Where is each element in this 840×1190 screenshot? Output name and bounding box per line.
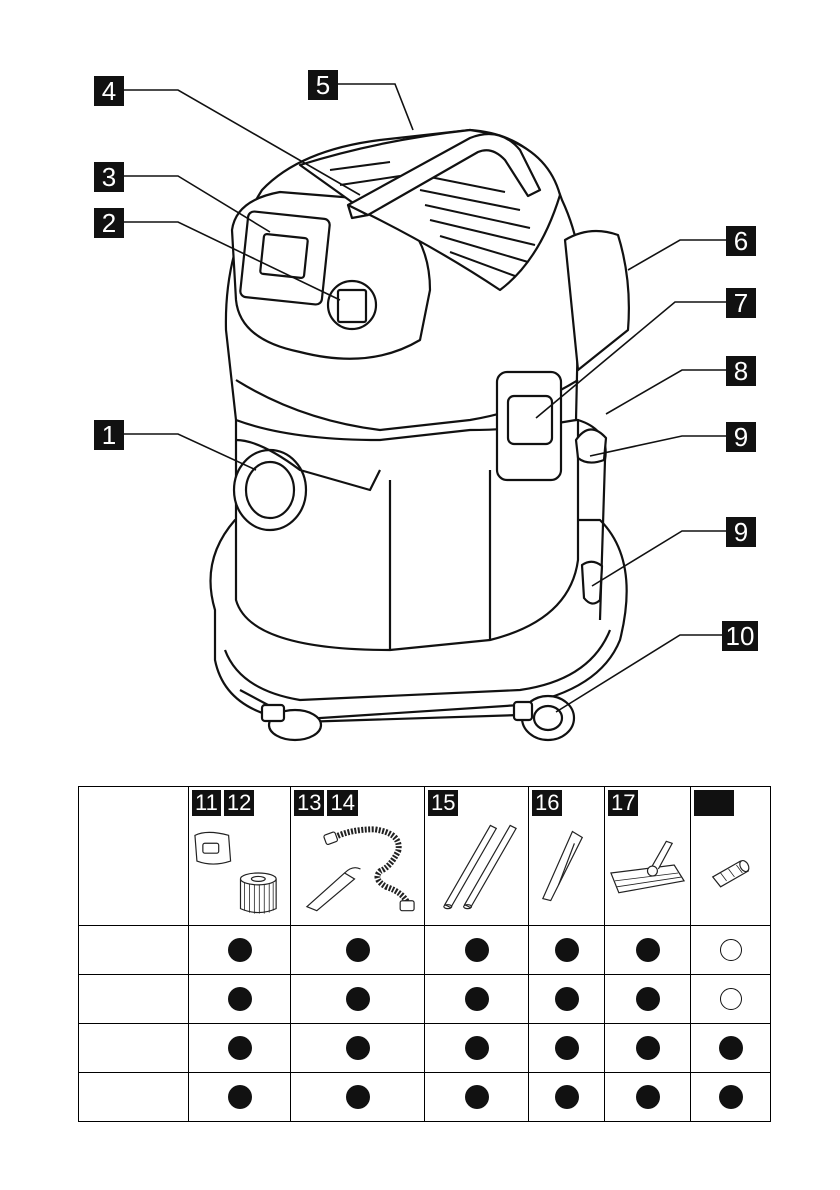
column-header-adapter (691, 787, 771, 926)
leader-line-9a (590, 436, 726, 456)
leader-line-5 (338, 84, 413, 130)
included-indicator (555, 938, 579, 962)
model-cell (79, 1073, 189, 1122)
part-number-16: 16 (532, 790, 562, 816)
included-indicator (465, 987, 489, 1011)
callout-4: 4 (94, 76, 124, 106)
leader-line-8 (606, 370, 726, 414)
callout-10: 10 (722, 621, 758, 651)
model-cell (79, 975, 189, 1024)
included-indicator (719, 1036, 743, 1060)
model-cell (79, 1024, 189, 1073)
crevice-nozzle-icon (529, 821, 604, 921)
vacuum-cleaner-illustration (0, 0, 840, 780)
part-number-17: 17 (608, 790, 638, 816)
column-header-17: 17 (605, 787, 691, 926)
included-indicator (636, 938, 660, 962)
included-indicator (228, 987, 252, 1011)
floor-nozzle-icon (605, 821, 690, 921)
part-number-15: 15 (428, 790, 458, 816)
included-indicator (636, 1085, 660, 1109)
table-row (79, 1024, 771, 1073)
included-indicator (555, 1036, 579, 1060)
included-indicator (555, 1085, 579, 1109)
included-indicator (636, 1036, 660, 1060)
table-row (79, 975, 771, 1024)
callout-6: 6 (726, 226, 756, 256)
model-header-cell (79, 787, 189, 926)
part-number-14: 14 (327, 790, 357, 816)
callout-5: 5 (308, 70, 338, 100)
part-number-blank (694, 790, 734, 816)
included-indicator (555, 987, 579, 1011)
callout-2: 2 (94, 208, 124, 238)
included-indicator (346, 987, 370, 1011)
column-header-15: 15 (425, 787, 529, 926)
part-number-12: 12 (224, 790, 254, 816)
included-indicator (719, 1085, 743, 1109)
included-indicator (228, 1085, 252, 1109)
optional-indicator (720, 988, 742, 1010)
included-indicator (636, 987, 660, 1011)
included-indicator (346, 938, 370, 962)
table-row (79, 1073, 771, 1122)
optional-indicator (720, 939, 742, 961)
suction-tubes-icon (425, 821, 528, 921)
adapter-icon (691, 821, 770, 921)
model-cell (79, 926, 189, 975)
callout-8: 8 (726, 356, 756, 386)
bag-and-cartridge-filter-icon (189, 821, 290, 921)
callout-3: 3 (94, 162, 124, 192)
included-indicator (465, 1036, 489, 1060)
callout-1: 1 (94, 420, 124, 450)
included-indicator (346, 1085, 370, 1109)
column-header-16: 16 (529, 787, 605, 926)
included-indicator (465, 938, 489, 962)
leader-line-6 (628, 240, 726, 270)
included-indicator (465, 1085, 489, 1109)
included-indicator (228, 1036, 252, 1060)
part-number-13: 13 (294, 790, 324, 816)
included-indicator (228, 938, 252, 962)
callout-9-upper: 9 (726, 422, 756, 452)
callout-7: 7 (726, 288, 756, 318)
hose-and-elbow-icon (291, 821, 424, 921)
part-number-11: 11 (192, 790, 221, 816)
included-indicator (346, 1036, 370, 1060)
table-row (79, 926, 771, 975)
callout-9-lower: 9 (726, 517, 756, 547)
